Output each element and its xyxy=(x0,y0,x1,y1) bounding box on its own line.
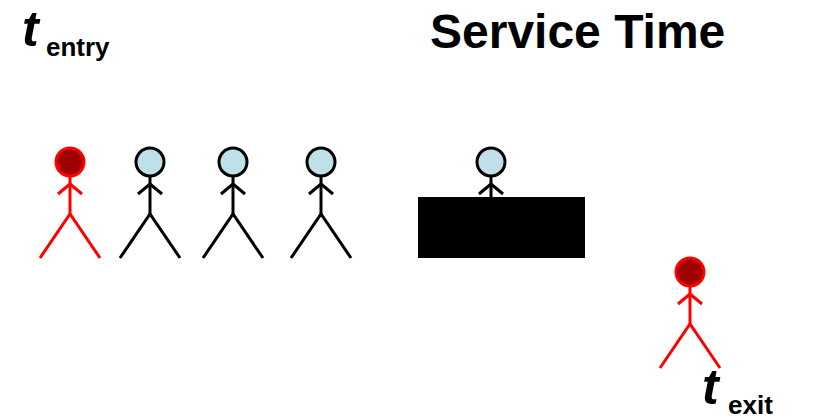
person-head xyxy=(136,148,164,176)
person-arms xyxy=(221,184,245,194)
person-body xyxy=(232,176,235,214)
queued-person xyxy=(120,148,180,258)
person-head xyxy=(676,258,704,286)
service-counter xyxy=(418,197,585,258)
person-body xyxy=(689,286,692,324)
person-arms xyxy=(138,184,162,194)
person-body xyxy=(149,176,152,214)
person-head xyxy=(219,148,247,176)
time-subscript: entry xyxy=(46,34,110,60)
person-arms xyxy=(678,294,702,304)
diagram-title: Service Time xyxy=(430,8,725,56)
time-symbol: t xyxy=(702,362,719,412)
person-legs xyxy=(40,214,100,258)
time-symbol: t xyxy=(22,4,39,54)
person-arms xyxy=(479,184,503,194)
person-arms xyxy=(58,184,82,194)
person-legs xyxy=(203,214,263,258)
queued-person xyxy=(203,148,263,258)
entering-person xyxy=(40,148,100,258)
person-arms xyxy=(309,184,333,194)
exiting-person xyxy=(660,258,720,368)
person-body xyxy=(320,176,323,214)
queued-person xyxy=(291,148,351,258)
person-legs xyxy=(120,214,180,258)
person-head xyxy=(477,148,505,176)
person-head xyxy=(56,148,84,176)
person-legs xyxy=(291,214,351,258)
person-body xyxy=(69,176,72,214)
person-head xyxy=(307,148,335,176)
time-subscript: exit xyxy=(728,392,773,418)
